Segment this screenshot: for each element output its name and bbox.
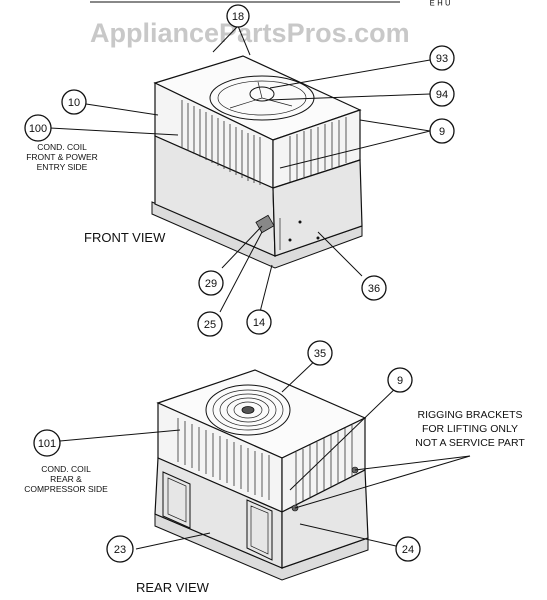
callout-23: 23 (106, 535, 134, 563)
cond-coil-rear-label-3: COMPRESSOR SIDE (24, 484, 108, 494)
callout-9-rear: 9 (387, 367, 413, 393)
svg-text:101: 101 (38, 438, 56, 450)
svg-text:36: 36 (368, 283, 380, 295)
svg-text:100: 100 (29, 123, 47, 135)
svg-text:14: 14 (253, 317, 265, 329)
front-right-lower-panel (272, 159, 363, 257)
callout-36: 36 (361, 275, 387, 301)
svg-text:29: 29 (205, 278, 217, 290)
callout-18: 18 (226, 4, 250, 28)
rear-fan-hub (241, 406, 255, 414)
rear-view-label: REAR VIEW (136, 580, 210, 595)
panel-screw (288, 238, 292, 242)
rear-left-grille (177, 418, 270, 500)
cond-coil-front-label-3: ENTRY SIDE (37, 162, 88, 172)
svg-text:23: 23 (114, 544, 126, 556)
svg-text:9: 9 (439, 126, 445, 138)
front-view-unit (151, 55, 363, 269)
front-right-grille (289, 117, 347, 182)
svg-text:24: 24 (402, 544, 414, 556)
callout-25: 25 (197, 311, 223, 337)
cond-coil-rear-label-1: COND. COIL (41, 464, 91, 474)
svg-text:9: 9 (397, 375, 403, 387)
svg-text:35: 35 (314, 348, 326, 360)
svg-text:93: 93 (436, 53, 448, 65)
callout-10: 10 (61, 89, 87, 115)
svg-text:18: 18 (232, 11, 244, 23)
cond-coil-front-label-2: FRONT & POWER (26, 152, 98, 162)
rear-duct-inner (167, 477, 187, 523)
rear-duct-opening-right (246, 499, 273, 561)
fan-blade (261, 97, 293, 107)
rear-duct-opening-left (162, 471, 191, 529)
callout-9-front: 9 (429, 118, 455, 144)
front-left-grille (181, 100, 261, 185)
rear-right-lower-panel (281, 469, 369, 569)
front-service-port (255, 214, 275, 234)
leader-lines (49, 25, 471, 550)
callout-24: 24 (395, 536, 421, 562)
callout-14: 14 (246, 309, 272, 335)
front-fan-motor (249, 86, 275, 102)
rigging-label-3: NOT A SERVICE PART (415, 437, 525, 449)
fan-blade (229, 97, 263, 109)
front-fan-guard (217, 80, 307, 116)
top-corner-glyph: ᴱ ᴴ ᵁ (430, 0, 450, 11)
cond-coil-rear-label-2: REAR & (50, 474, 82, 484)
callout-35: 35 (307, 340, 333, 366)
watermark-text: AppliancePartsPros.com (90, 18, 410, 48)
rear-fan-ring (219, 393, 277, 427)
callout-101: 101 (33, 429, 61, 457)
rear-fan-ring (233, 401, 263, 419)
svg-text:25: 25 (204, 319, 216, 331)
rear-view-unit (154, 369, 369, 581)
rear-duct-inner (250, 505, 269, 555)
rigging-label-2: FOR LIFTING ONLY (422, 423, 518, 435)
front-view-label: FRONT VIEW (84, 230, 166, 245)
panel-screw (298, 220, 302, 224)
panel-screw (316, 236, 320, 240)
callout-29: 29 (198, 270, 224, 296)
callout-94: 94 (429, 81, 455, 107)
rear-fan-ring (226, 397, 270, 423)
rear-fan-guard (205, 384, 291, 436)
callout-93: 93 (429, 45, 455, 71)
svg-text:10: 10 (68, 97, 80, 109)
callout-100: 100 (24, 114, 52, 142)
rear-fan-ring (212, 389, 284, 431)
cond-coil-front-label-1: COND. COIL (37, 142, 87, 152)
fan-blade (257, 81, 263, 99)
svg-text:94: 94 (436, 89, 448, 101)
rigging-label-1: RIGGING BRACKETS (417, 409, 522, 421)
